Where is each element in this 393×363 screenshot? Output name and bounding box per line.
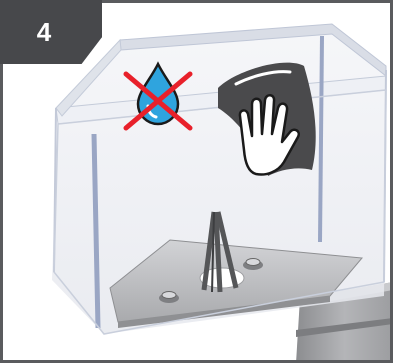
cistern-tank	[52, 24, 386, 334]
step-number: 4	[0, 0, 88, 64]
